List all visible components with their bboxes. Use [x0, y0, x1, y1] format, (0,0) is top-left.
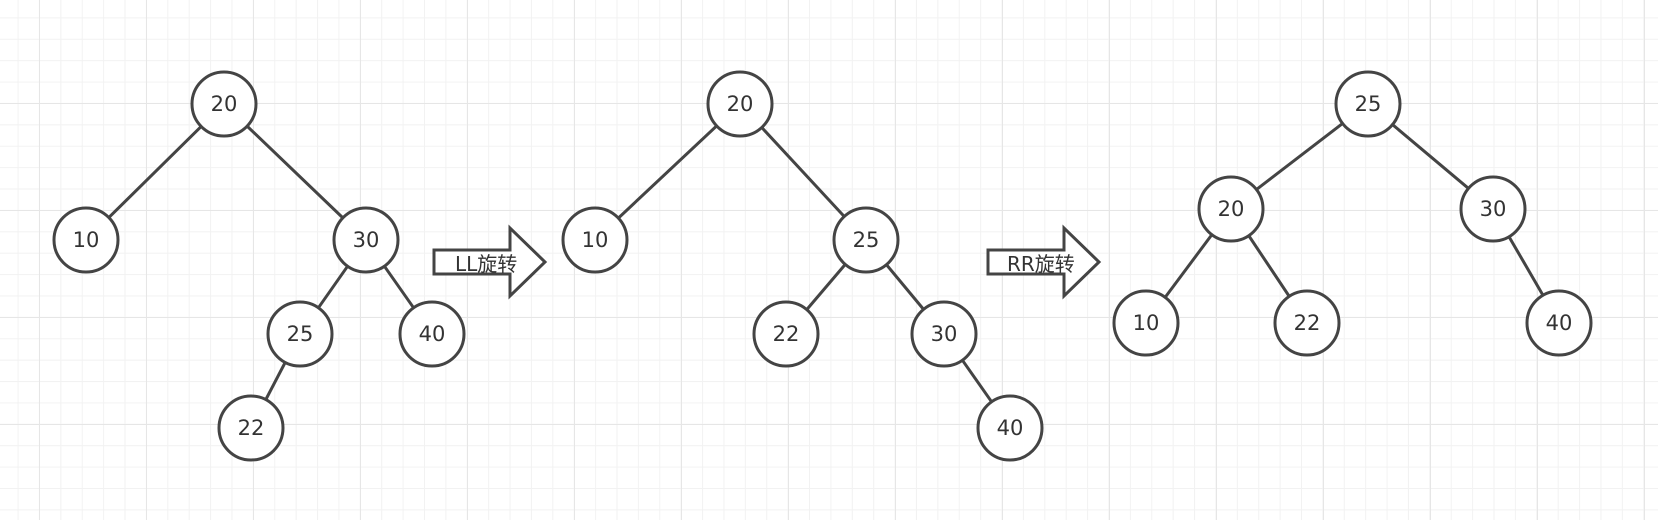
tree-node-c25: 25	[1334, 70, 1402, 138]
nodes-layer: 20 10 30 25 40 22 20 10 25 22 30 40 25 20 30 10 22 40	[52, 70, 1593, 462]
node-circle	[217, 394, 285, 462]
edge-c25-c20	[1255, 122, 1344, 191]
edge-a25-a22	[264, 361, 287, 401]
tree-node-b30: 30	[910, 300, 978, 368]
edge-c30-c40	[1507, 235, 1545, 297]
node-circle	[190, 70, 258, 138]
node-label: 25	[853, 228, 880, 252]
node-circle	[706, 70, 774, 138]
node-label: 30	[1480, 197, 1507, 221]
arrow-ll-label: LL旋转	[455, 252, 517, 276]
node-label: 20	[1218, 197, 1245, 221]
node-label: 40	[419, 322, 446, 346]
tree-node-a30: 30	[332, 206, 400, 274]
edge-c20-c10	[1163, 233, 1214, 299]
edge-b25-b22	[805, 263, 847, 311]
tree-node-a40: 40	[398, 300, 466, 368]
edge-c20-c22	[1247, 234, 1291, 298]
tree-node-b25: 25	[832, 206, 900, 274]
edge-c25-c30	[1391, 123, 1470, 190]
node-label: 40	[997, 416, 1024, 440]
edge-b20-b10	[617, 124, 718, 220]
edge-b30-b40	[961, 359, 993, 403]
node-circle	[398, 300, 466, 368]
node-label: 25	[1355, 92, 1382, 116]
node-circle	[752, 300, 820, 368]
tree-node-c22: 22	[1273, 289, 1341, 357]
node-circle	[832, 206, 900, 274]
edge-a30-a40	[383, 265, 415, 309]
node-label: 10	[1133, 311, 1160, 335]
arrow-ll-rotation: LL旋转	[432, 224, 548, 300]
node-circle	[976, 394, 1044, 462]
node-label: 22	[238, 416, 265, 440]
edge-b25-b30	[885, 263, 925, 311]
node-label: 30	[931, 322, 958, 346]
node-circle	[332, 206, 400, 274]
tree-node-b40: 40	[976, 394, 1044, 462]
tree-node-b20: 20	[706, 70, 774, 138]
node-label: 20	[211, 92, 238, 116]
arrow-rr-label: RR旋转	[1007, 252, 1075, 276]
arrow-rr-shape	[986, 224, 1102, 300]
node-label: 22	[773, 322, 800, 346]
arrow-rr-rotation: RR旋转	[986, 224, 1102, 300]
edge-a20-a10	[107, 125, 203, 219]
node-circle	[1197, 175, 1265, 243]
edges-layer	[107, 122, 1545, 403]
node-circle	[1273, 289, 1341, 357]
node-label: 20	[727, 92, 754, 116]
arrow-ll-shape	[432, 224, 548, 300]
node-circle	[266, 300, 334, 368]
tree-node-c40: 40	[1525, 289, 1593, 357]
node-label: 10	[73, 228, 100, 252]
edge-a20-a30	[246, 125, 344, 219]
tree-node-b22: 22	[752, 300, 820, 368]
node-label: 22	[1294, 311, 1321, 335]
node-label: 10	[582, 228, 609, 252]
tree-node-a25: 25	[266, 300, 334, 368]
node-label: 25	[287, 322, 314, 346]
edge-b20-b25	[760, 126, 846, 218]
tree-node-a10: 10	[52, 206, 120, 274]
tree-node-b10: 10	[561, 206, 629, 274]
tree-node-a20: 20	[190, 70, 258, 138]
node-circle	[561, 206, 629, 274]
node-circle	[1334, 70, 1402, 138]
node-circle	[1525, 289, 1593, 357]
tree-node-c20: 20	[1197, 175, 1265, 243]
node-circle	[910, 300, 978, 368]
tree-node-c30: 30	[1459, 175, 1527, 243]
node-circle	[52, 206, 120, 274]
tree-node-c10: 10	[1112, 289, 1180, 357]
node-label: 40	[1546, 311, 1573, 335]
node-circle	[1459, 175, 1527, 243]
edge-a30-a25	[317, 265, 349, 309]
node-circle	[1112, 289, 1180, 357]
tree-node-a22: 22	[217, 394, 285, 462]
node-label: 30	[353, 228, 380, 252]
